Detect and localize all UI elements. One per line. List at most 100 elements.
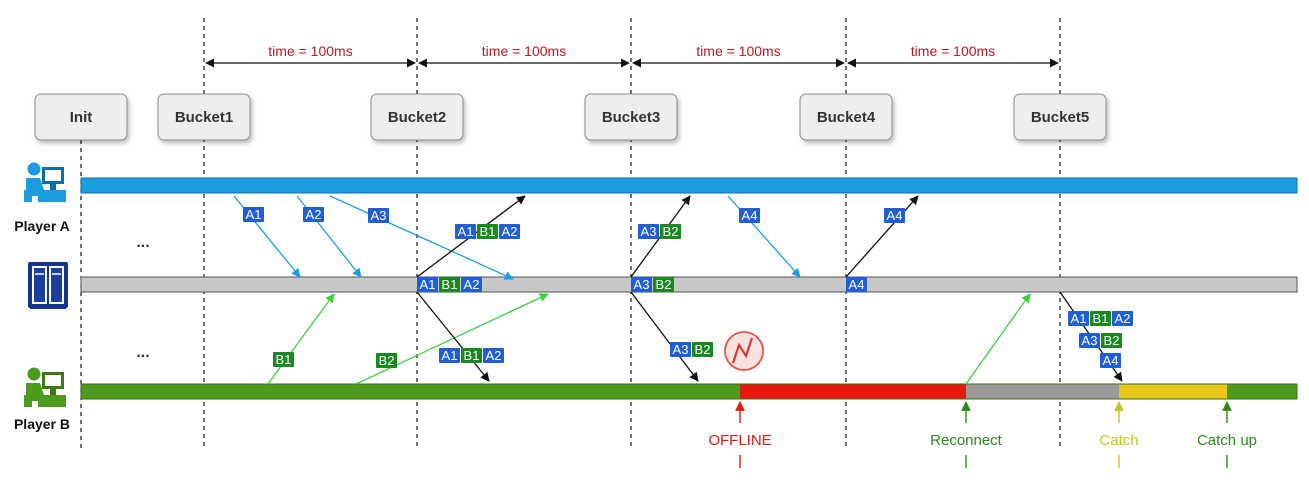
input-chip-label: A4 — [887, 208, 903, 223]
bucket-label: Bucket4 — [817, 109, 876, 126]
server-chip-a3: A3 — [631, 277, 652, 292]
server-icon — [28, 262, 68, 309]
player-b-timeline-outline — [80, 383, 1298, 400]
catchup-chip-a3: A3 — [1079, 333, 1100, 348]
ellipsis-lower: ... — [136, 344, 149, 361]
bucket-box — [34, 93, 128, 141]
server-chip-a2: A2 — [461, 277, 482, 292]
player-b-caught-up-segment — [1227, 384, 1297, 399]
broadcast-chip-a3: A3 — [670, 342, 691, 357]
bucket-label: Init — [70, 109, 93, 126]
input-chip-label: B2 — [663, 224, 679, 239]
broadcast-chip-b1: B1 — [461, 348, 482, 363]
input-chip-label: A2 — [1115, 311, 1131, 326]
broadcast-chip-a1: A1 — [439, 348, 460, 363]
input-arrow-b2 — [355, 293, 549, 385]
bucket-label: Bucket3 — [602, 109, 660, 126]
input-chip-label: A2 — [502, 224, 518, 239]
broadcast-chip-b2: B2 — [692, 342, 713, 357]
player-a-computer-icon — [24, 162, 66, 202]
player-b-offline-segment — [740, 384, 966, 399]
input-chip-label: A3 — [641, 224, 657, 239]
player-b-catch-segment — [1119, 384, 1227, 399]
catch-status-label: Catch — [1099, 432, 1138, 449]
input-chip-label: B1 — [464, 348, 480, 363]
broadcast-chip-a3: A3 — [638, 224, 659, 239]
bucket-box — [799, 93, 893, 141]
ellipsis-upper: ... — [136, 234, 149, 251]
interval-label: time = 100ms — [696, 43, 780, 59]
broadcast-arrow-b4-to-a — [845, 195, 919, 278]
input-chip-label: A3 — [634, 277, 650, 292]
input-chip-label: B2 — [379, 353, 395, 368]
bucket-label: Bucket2 — [388, 109, 446, 126]
reconnect-arrow — [965, 293, 1031, 385]
input-chip-label: B1 — [276, 352, 292, 367]
bucket-label: Bucket1 — [175, 109, 233, 126]
input-chip-label: B2 — [695, 342, 711, 357]
arrow-chip-a4: A4 — [739, 208, 760, 223]
player-b-reconnect-segment — [966, 384, 1119, 399]
input-chip-label: A4 — [742, 208, 758, 223]
input-chip-label: A1 — [458, 224, 474, 239]
server-chip-a1: A1 — [417, 277, 438, 292]
arrow-chip-a3: A3 — [368, 208, 389, 223]
broadcast-chip-b2: B2 — [660, 224, 681, 239]
broadcast-arrow-b3-to-b — [630, 291, 699, 382]
arrow-chip-a1: A1 — [243, 207, 264, 222]
input-chip-label: A1 — [246, 207, 262, 222]
bucket-box — [1013, 93, 1107, 141]
broadcast-chip-a1: A1 — [455, 224, 476, 239]
player-a-label: Player A — [14, 218, 70, 234]
player-b-label: Player B — [14, 416, 70, 432]
broadcast-chip-a2: A2 — [483, 348, 504, 363]
input-chip-label: B2 — [656, 277, 672, 292]
server-timeline — [80, 276, 1298, 293]
player-b-computer-icon — [24, 367, 66, 407]
lightning-icon — [724, 331, 764, 371]
offline-status-label: OFFLINE — [708, 432, 771, 449]
input-chip-label: A3 — [371, 208, 387, 223]
input-chip-label: B1 — [1093, 311, 1109, 326]
catchup-chip-a4: A4 — [1100, 353, 1121, 368]
bucket-box — [157, 93, 251, 141]
catchup-chip-b2: B2 — [1101, 333, 1122, 348]
broadcast-chip-b1: B1 — [477, 224, 498, 239]
input-arrow-a4 — [727, 195, 801, 278]
server-chip-a4: A4 — [846, 277, 867, 292]
catch-up-status-label: Catch up — [1197, 432, 1257, 449]
input-arrow-a3 — [329, 195, 514, 280]
player-b-online-segment — [81, 384, 740, 399]
input-chip-label: B1 — [442, 277, 458, 292]
server-chip-b2: B2 — [653, 277, 674, 292]
bucket-label: Bucket5 — [1031, 109, 1089, 126]
broadcast-arrow-b2-to-b — [416, 291, 490, 382]
input-chip-label: A2 — [486, 348, 502, 363]
input-chip-label: A1 — [1071, 311, 1087, 326]
input-chip-label: B2 — [1104, 333, 1120, 348]
arrow-chip-a2: A2 — [303, 207, 324, 222]
bucket-box — [584, 93, 678, 141]
input-chip-label: A1 — [442, 348, 458, 363]
broadcast-chip-a2: A2 — [499, 224, 520, 239]
catchup-chip-a2: A2 — [1112, 311, 1133, 326]
input-chip-label: A1 — [420, 277, 436, 292]
catchup-chip-b1: B1 — [1090, 311, 1111, 326]
arrow-chip-b2: B2 — [376, 353, 397, 368]
interval-label: time = 100ms — [911, 43, 995, 59]
interval-label: time = 100ms — [482, 43, 566, 59]
input-chip-label: A3 — [1082, 333, 1098, 348]
arrow-chip-b1: B1 — [273, 352, 294, 367]
input-chip-label: A2 — [306, 207, 322, 222]
player-a-timeline — [80, 177, 1298, 194]
arrow-chip-a4: A4 — [884, 208, 905, 223]
input-chip-label: A4 — [849, 277, 865, 292]
input-arrow-b1 — [267, 293, 335, 385]
catchup-chip-a1: A1 — [1068, 311, 1089, 326]
reconnect-status-label: Reconnect — [930, 432, 1003, 449]
interval-label: time = 100ms — [268, 43, 352, 59]
input-chip-label: A4 — [1103, 353, 1119, 368]
input-chip-label: A2 — [464, 277, 480, 292]
